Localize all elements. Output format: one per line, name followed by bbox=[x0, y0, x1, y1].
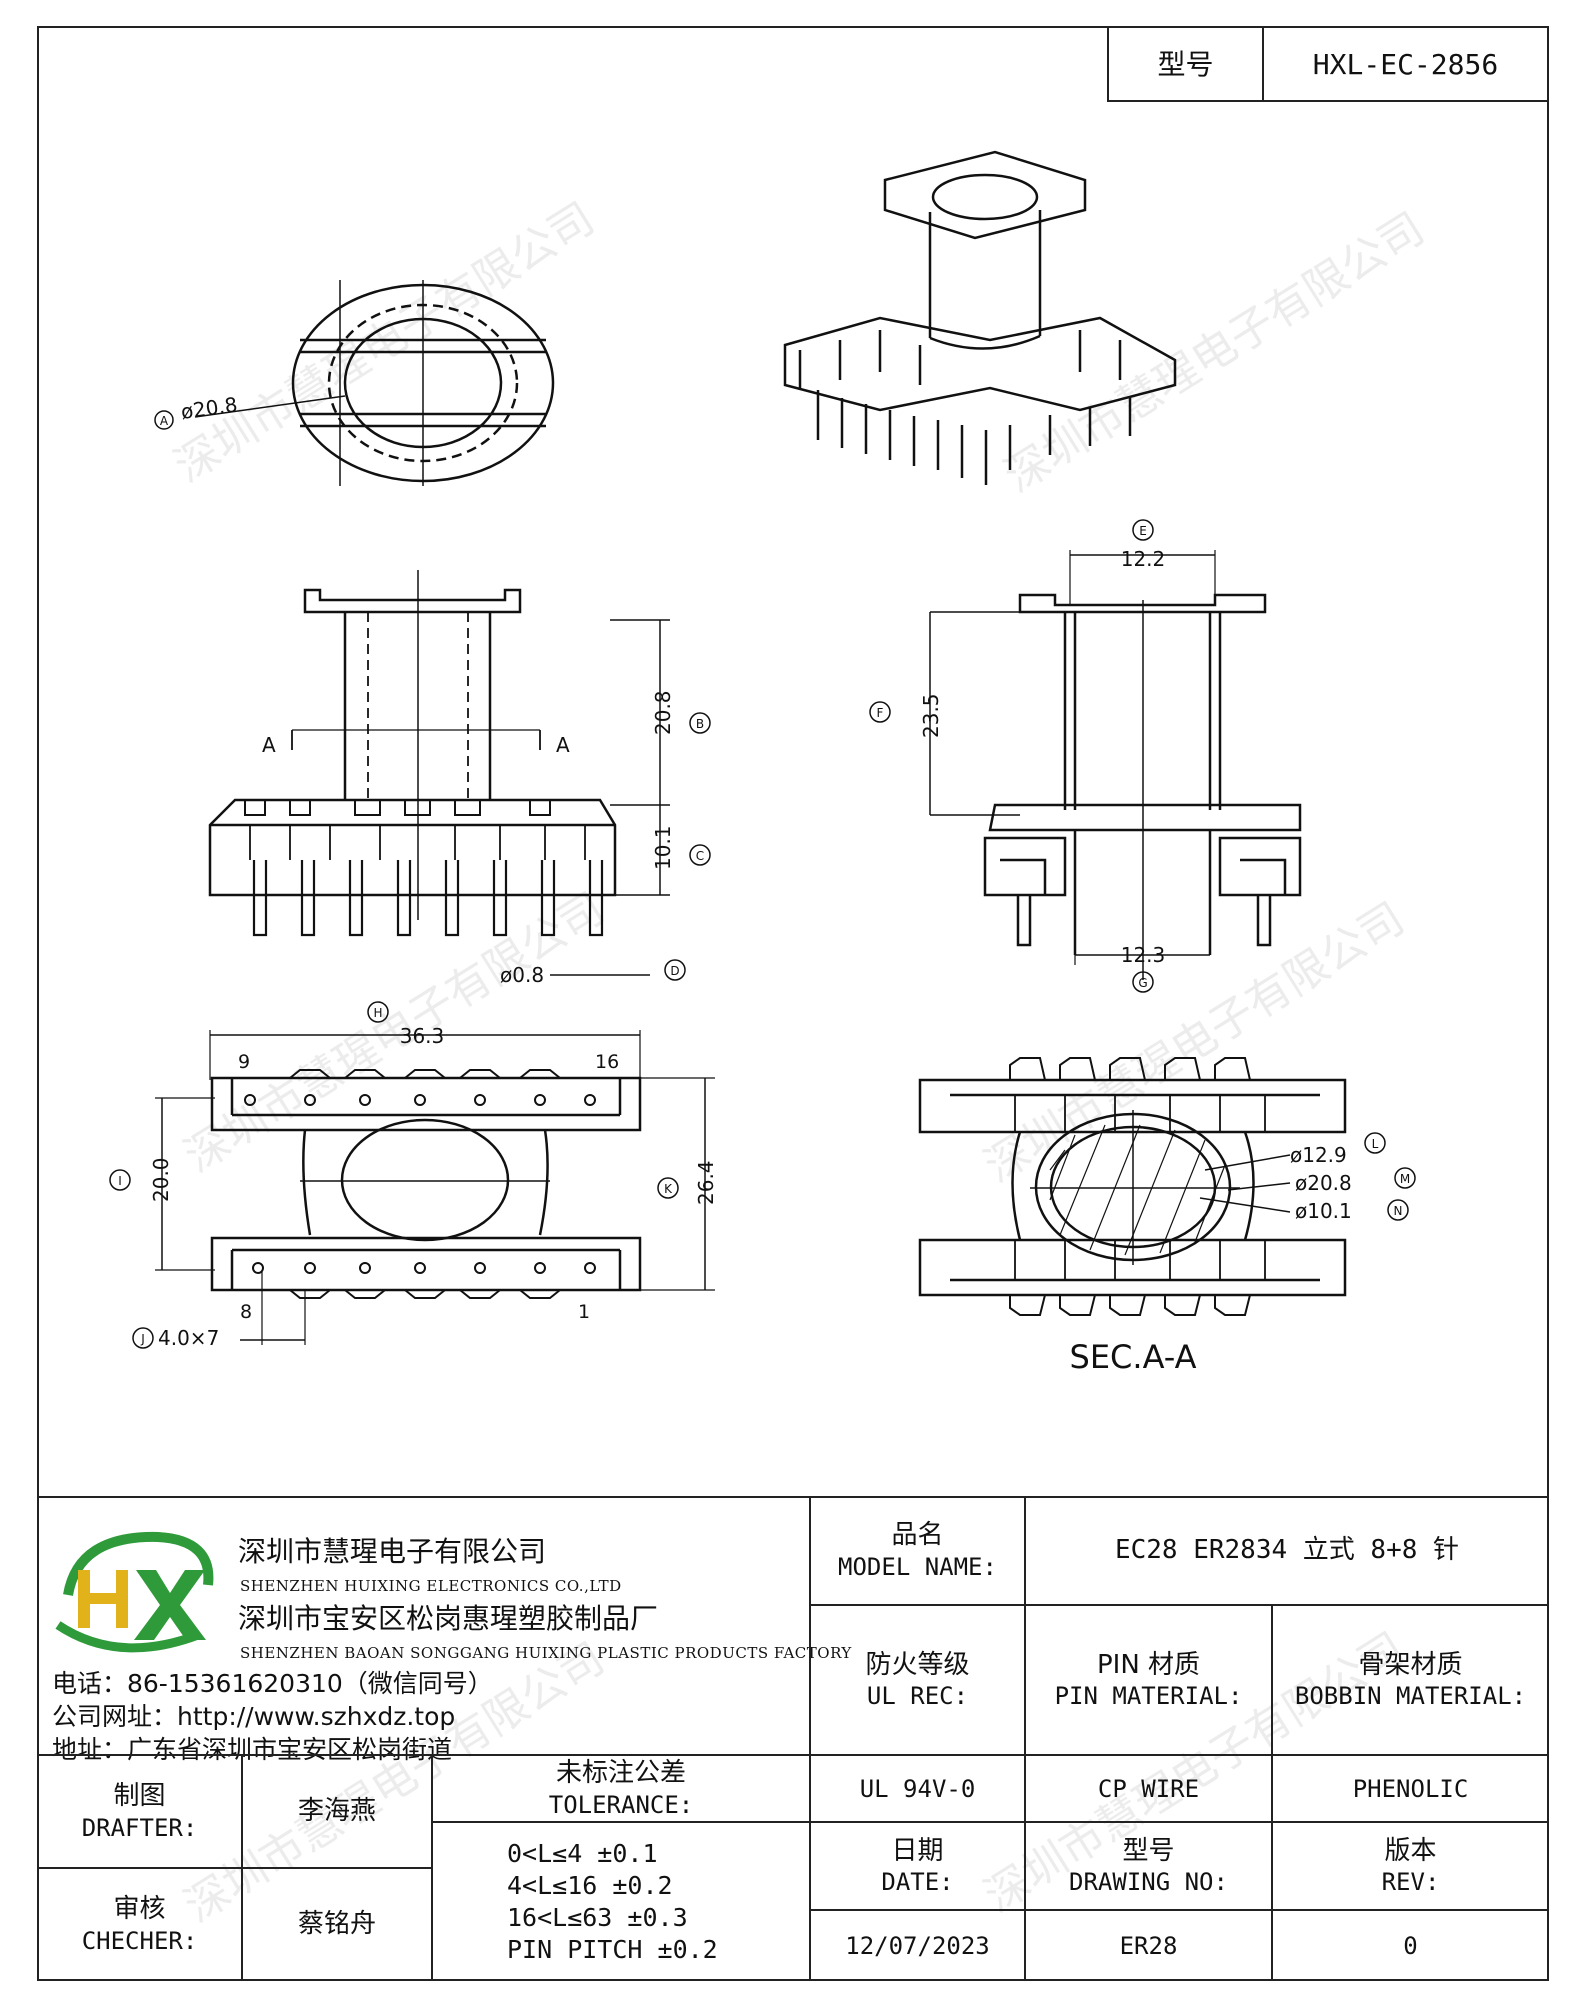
dim-inner: 20.0 bbox=[149, 1157, 173, 1202]
checker-header: 审核 CHECHER: bbox=[81, 1894, 198, 1955]
dim-bottom-width: 12.3 bbox=[1121, 943, 1166, 967]
dim-side-height: 23.5 bbox=[919, 693, 943, 738]
dim-section-d3: ø10.1 bbox=[1295, 1199, 1352, 1223]
pin-label-1: 1 bbox=[578, 1301, 590, 1323]
bobbin-material-header: 骨架材质 BOBBIN MATERIAL: bbox=[1294, 1649, 1527, 1711]
company-website: 公司网址：http://www.szhxdz.top bbox=[52, 1702, 456, 1731]
model-name-header: 品名 MODEL NAME: bbox=[838, 1520, 997, 1581]
factory-name-en: SHENZHEN BAOAN SONGGANG HUIXING PLASTIC … bbox=[240, 1644, 852, 1662]
section-view: ø12.9 L ø20.8 M ø10.1 N SEC.A-A bbox=[918, 1057, 1416, 1376]
dim-label-l: L bbox=[1372, 1137, 1379, 1151]
dim-top-width: 12.2 bbox=[1121, 547, 1166, 571]
dim-label-c: C bbox=[696, 849, 704, 863]
company-name-en: SHENZHEN HUIXING ELECTRONICS CO.,LTD bbox=[240, 1577, 622, 1595]
company-phone: 电话：86-15361620310（微信同号） bbox=[52, 1669, 493, 1698]
tolerance-table: 0<L≤4 ±0.1 4<L≤16 ±0.2 16<L≤63 ±0.3 PIN … bbox=[432, 1822, 810, 1981]
company-logo bbox=[55, 1531, 214, 1653]
front-view: A A 20.8 B 10.1 C bbox=[208, 570, 711, 987]
date-value: 12/07/2023 bbox=[845, 1931, 990, 1960]
factory-name-cn: 深圳市宝安区松岗惠瑆塑胶制品厂 bbox=[238, 1602, 659, 1635]
date-header: 日期 DATE: bbox=[881, 1835, 954, 1897]
drawing-frame bbox=[37, 26, 1549, 1981]
dim-pin-pitch: 4.0×7 bbox=[158, 1326, 219, 1350]
dim-label-k: K bbox=[664, 1182, 673, 1196]
drafter-name: 李海燕 bbox=[297, 1796, 376, 1827]
dim-pin-diameter: ø0.8 bbox=[500, 963, 544, 987]
tolerance-row: PIN PITCH ±0.2 bbox=[507, 1934, 718, 1964]
section-label-right: A bbox=[556, 733, 570, 757]
checker-name: 蔡铭舟 bbox=[297, 1909, 376, 1940]
dim-top-diameter: ø20.8 bbox=[179, 392, 239, 424]
pin-label-16: 16 bbox=[595, 1051, 619, 1073]
bobbin-material-value: PHENOLIC bbox=[1352, 1774, 1469, 1803]
dim-height-top: 20.8 bbox=[651, 690, 675, 735]
dim-outer: 26.4 bbox=[694, 1160, 718, 1205]
pin-material-header: PIN 材质 PIN MATERIAL: bbox=[1054, 1649, 1243, 1711]
dim-height-base: 10.1 bbox=[651, 825, 675, 870]
bottom-view: H 36.3 9 16 8 1 bbox=[109, 1001, 718, 1350]
company-contact: 电话：86-15361620310（微信同号） 公司网址：http://www.… bbox=[52, 1667, 493, 1766]
technical-drawing: A ø20.8 A A bbox=[109, 150, 1416, 1376]
pin-material-value: CP WIRE bbox=[1097, 1774, 1200, 1803]
rev-header: 版本 REV: bbox=[1381, 1835, 1440, 1897]
dim-label-d: D bbox=[670, 964, 679, 978]
isometric-view bbox=[783, 150, 1177, 485]
tolerance-header: 未标注公差 TOLERANCE: bbox=[548, 1758, 694, 1819]
header-model-label: 型号 bbox=[1107, 26, 1262, 102]
pin-label-9: 9 bbox=[238, 1051, 250, 1073]
rev-value: 0 bbox=[1403, 1931, 1418, 1960]
dim-label-j: J bbox=[140, 1332, 145, 1346]
top-view: A ø20.8 bbox=[154, 280, 555, 486]
drawing-no-header: 型号 DRAWING NO: bbox=[1069, 1835, 1228, 1897]
dim-label-i: I bbox=[118, 1174, 122, 1188]
side-view: E 12.2 23.5 F 12.3 G bbox=[869, 519, 1302, 993]
company-address: 地址：广东省深圳市宝安区松岗街道 bbox=[52, 1735, 453, 1764]
header-model-value: HXL-EC-2856 bbox=[1262, 26, 1549, 102]
company-name-cn: 深圳市慧瑆电子有限公司 bbox=[238, 1535, 547, 1568]
dim-label-g: G bbox=[1138, 976, 1147, 990]
dim-section-d1: ø12.9 bbox=[1290, 1143, 1347, 1167]
section-title: SEC.A-A bbox=[1070, 1338, 1197, 1376]
dim-label-a: A bbox=[160, 414, 169, 428]
tolerance-row: 16<L≤63 ±0.3 bbox=[507, 1902, 688, 1932]
dim-label-m: M bbox=[1400, 1172, 1410, 1186]
tolerance-row: 4<L≤16 ±0.2 bbox=[507, 1870, 673, 1900]
pin-label-8: 8 bbox=[240, 1301, 252, 1323]
tolerance-row: 0<L≤4 ±0.1 bbox=[507, 1838, 658, 1868]
ul-header: 防火等级 UL REC: bbox=[865, 1649, 970, 1711]
title-block bbox=[37, 1496, 1549, 1983]
dim-label-b: B bbox=[696, 717, 704, 731]
dim-section-d2: ø20.8 bbox=[1295, 1171, 1352, 1195]
ul-value: UL 94V-0 bbox=[859, 1774, 976, 1803]
dim-label-e: E bbox=[1139, 524, 1147, 538]
dim-bottom-width-overall: 36.3 bbox=[400, 1024, 445, 1048]
dim-label-n: N bbox=[1394, 1204, 1403, 1218]
dim-label-h: H bbox=[373, 1006, 382, 1020]
drawing-no-value: ER28 bbox=[1119, 1931, 1178, 1960]
drafter-header: 制图 DRAFTER: bbox=[81, 1781, 198, 1842]
dim-label-f: F bbox=[877, 706, 884, 720]
section-label-left: A bbox=[262, 733, 276, 757]
model-name-value: EC28 ER2834 立式 8+8 针 bbox=[1114, 1535, 1460, 1566]
